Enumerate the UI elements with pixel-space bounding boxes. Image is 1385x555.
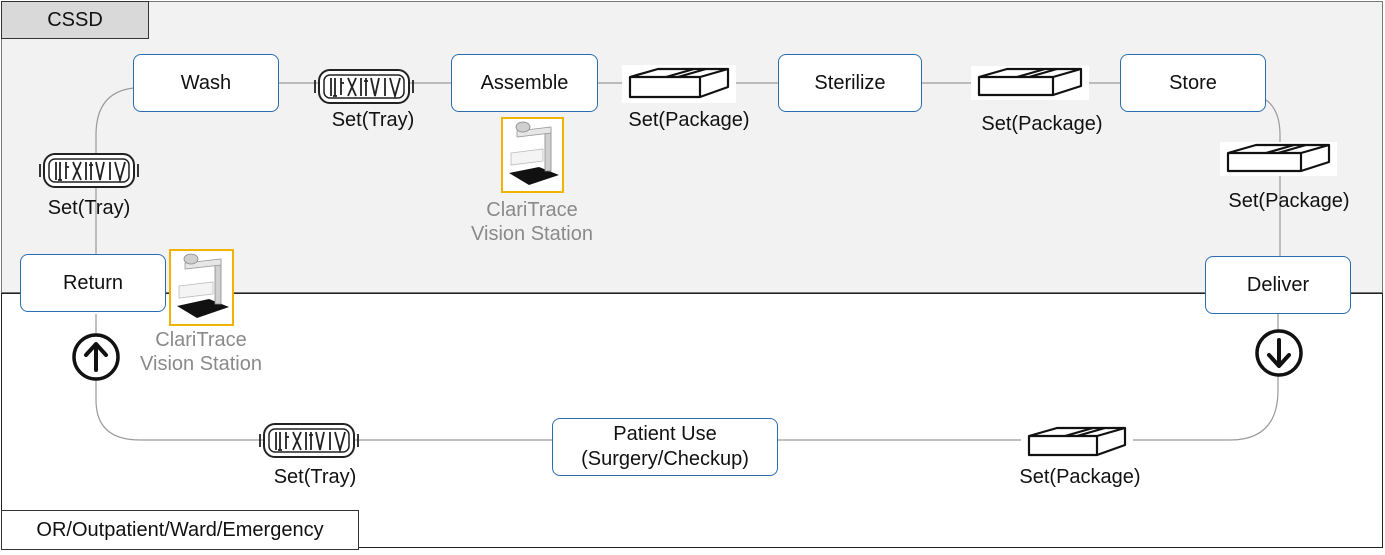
- station-name: ClariTrace: [486, 199, 578, 221]
- zone-label-cssd: CSSD: [1, 1, 149, 39]
- surgical-tray-icon: [39, 153, 139, 188]
- surgical-tray-icon: [259, 423, 359, 458]
- node-assemble[interactable]: Assemble: [451, 54, 598, 112]
- arrow-down-circle-icon: [1255, 329, 1303, 377]
- cssd-zone: [1, 1, 1383, 293]
- node-return[interactable]: Return: [20, 254, 166, 312]
- node-patient-use[interactable]: Patient Use (Surgery/Checkup): [552, 418, 778, 476]
- package-box-icon: [1021, 424, 1133, 460]
- label-set-package-sterilize-store: Set(Package): [981, 113, 1103, 135]
- surgical-tray-icon: [314, 69, 414, 104]
- connector-patient-return: [95, 314, 552, 441]
- station-label-return: ClariTrace Vision Station: [140, 328, 262, 376]
- label-set-package-store-deliver: Set(Package): [1228, 190, 1350, 212]
- arrow-up-circle-icon: [72, 333, 120, 381]
- node-deliver[interactable]: Deliver: [1205, 256, 1351, 314]
- label-set-tray-wash-assemble: Set(Tray): [331, 109, 415, 131]
- label-set-tray-return-wash: Set(Tray): [47, 197, 131, 219]
- vision-station-icon: [169, 249, 234, 326]
- package-box-icon: [971, 66, 1089, 100]
- label-set-tray-patient-return: Set(Tray): [273, 466, 357, 488]
- vision-station-icon: [501, 117, 564, 193]
- connector-deliver-patient: [778, 314, 1279, 441]
- label-set-package-deliver-patient: Set(Package): [1019, 466, 1141, 488]
- connector-return-wash: [95, 87, 135, 256]
- station-subtitle: Vision Station: [140, 353, 262, 375]
- label-set-package-assemble-sterilize: Set(Package): [628, 109, 750, 131]
- node-sterilize[interactable]: Sterilize: [778, 54, 922, 112]
- node-store[interactable]: Store: [1120, 54, 1266, 112]
- station-subtitle: Vision Station: [471, 223, 593, 245]
- station-name: ClariTrace: [155, 329, 247, 351]
- station-label-assemble: ClariTrace Vision Station: [471, 198, 593, 246]
- package-box-icon: [1220, 142, 1337, 176]
- package-box-icon: [622, 65, 736, 103]
- connector-store-deliver: [1265, 99, 1281, 256]
- node-wash[interactable]: Wash: [133, 54, 279, 112]
- zone-label-clinical: OR/Outpatient/Ward/Emergency: [1, 510, 359, 550]
